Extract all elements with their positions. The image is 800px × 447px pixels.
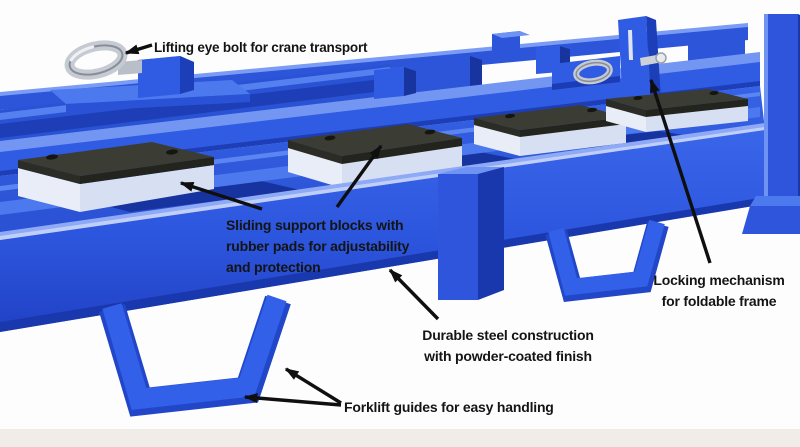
label-line: rubber pads for adjustability xyxy=(226,238,410,254)
sliding-support-block-4 xyxy=(606,89,748,132)
annotation-arrows xyxy=(124,43,712,407)
main-beam xyxy=(0,123,765,332)
label-durable-steel: Durable steel construction with powder-c… xyxy=(408,325,608,367)
label-locking-mechanism: Locking mechanism for foldable frame xyxy=(634,270,800,312)
label-line: for foldable frame xyxy=(661,293,777,309)
sliding-support-block-3 xyxy=(474,105,626,156)
label-line: and protection xyxy=(226,259,321,275)
eye-ring xyxy=(64,40,128,80)
label-line: Locking mechanism xyxy=(653,272,785,288)
arrow-durable xyxy=(388,268,440,321)
right-post xyxy=(742,14,800,234)
arrow-forklift-upper xyxy=(284,367,342,405)
arrow-lifting-eye xyxy=(124,43,153,55)
label-sliding-support-blocks: Sliding support blocks with rubber pads … xyxy=(226,215,409,278)
label-line: Sliding support blocks with xyxy=(226,217,404,233)
label-forklift-guides: Forklift guides for easy handling xyxy=(344,399,554,415)
arrow-sliding-right xyxy=(335,144,383,208)
lifting-eye-bolt xyxy=(50,40,250,112)
front-leg xyxy=(438,167,504,300)
arrow-sliding-left xyxy=(179,181,263,211)
sliding-support-block-1 xyxy=(18,142,214,212)
forklift-guide-loop-right xyxy=(545,219,669,302)
label-lifting-eye-bolt: Lifting eye bolt for crane transport xyxy=(154,40,368,55)
arrow-forklift-lower xyxy=(243,393,342,407)
forklift-guide-loop-left xyxy=(99,294,291,417)
label-line: Durable steel construction xyxy=(422,327,594,343)
label-line: with powder-coated finish xyxy=(424,348,592,364)
arrow-locking xyxy=(649,78,712,264)
floor-shadow-band xyxy=(0,429,800,447)
